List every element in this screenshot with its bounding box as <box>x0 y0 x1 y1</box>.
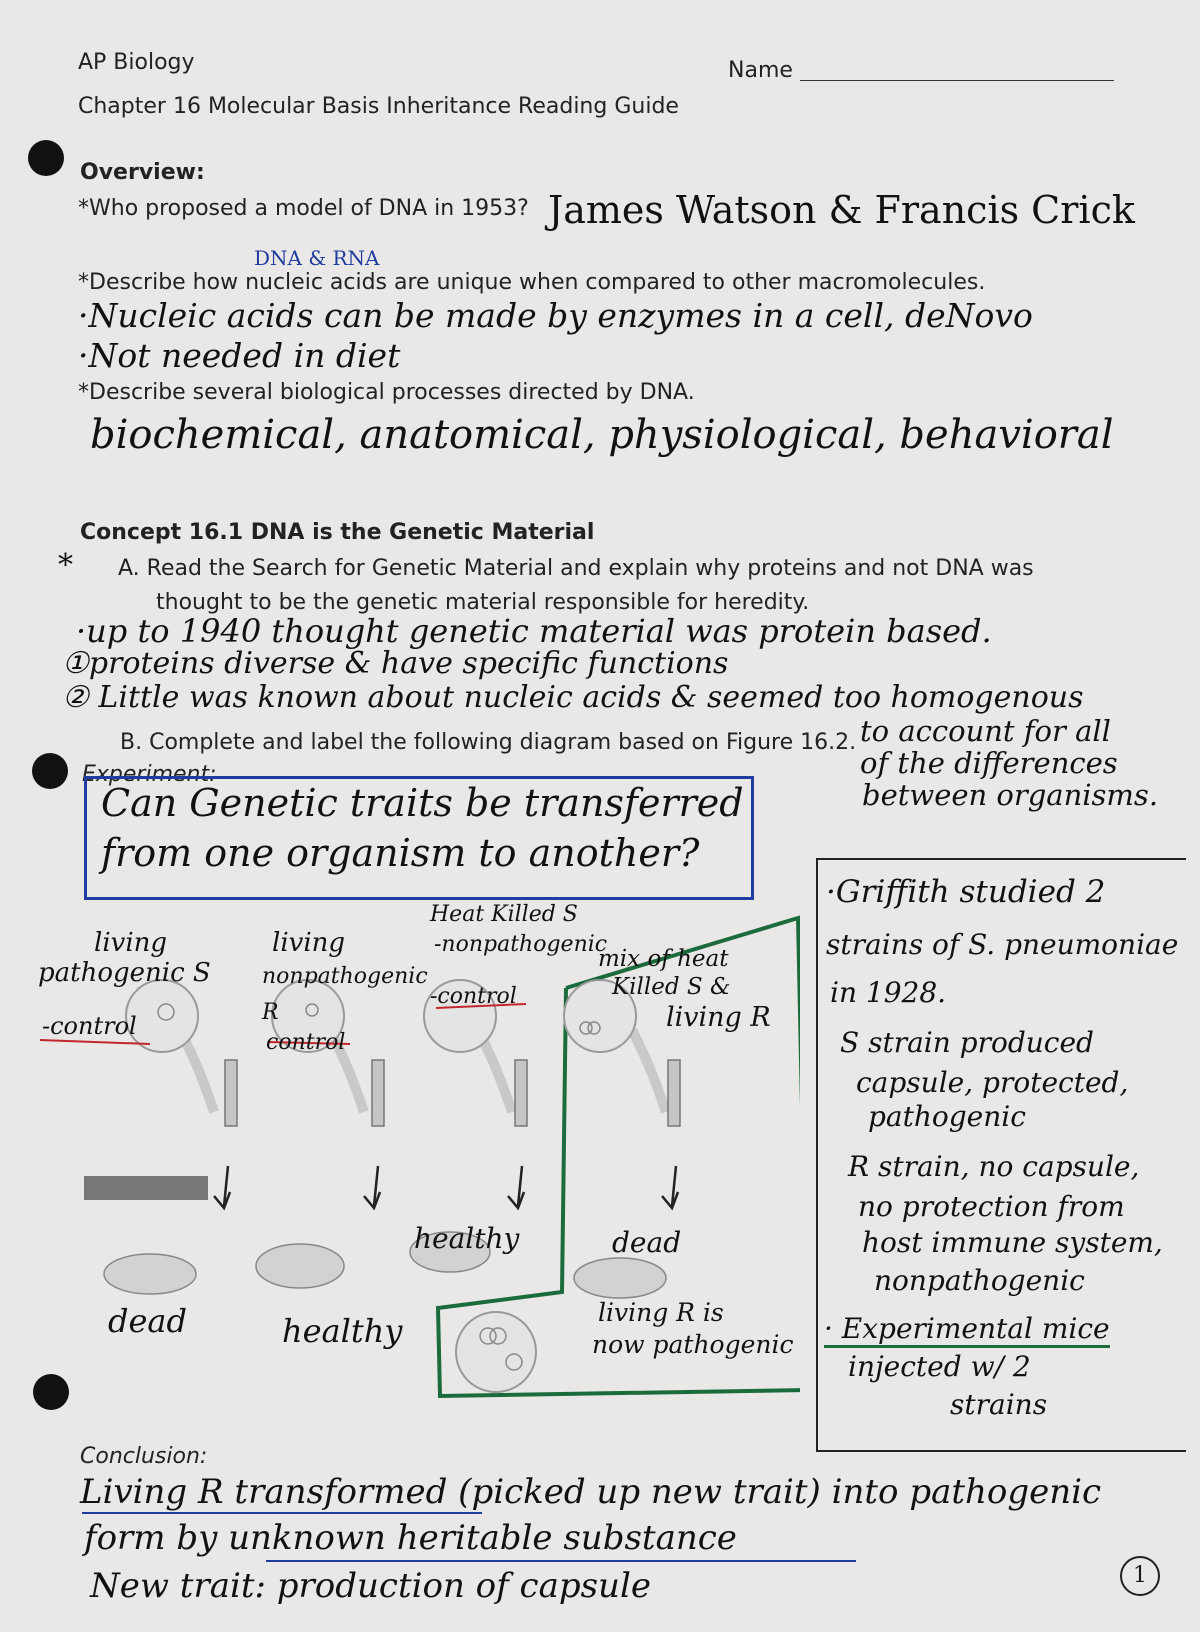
answer-nucleic-line2: ·Not needed in diet <box>78 336 401 375</box>
col1-label-2: pathogenic S <box>38 958 211 988</box>
concept-heading: Concept 16.1 DNA is the Genetic Material <box>80 520 595 545</box>
note-line-7: R strain, no capsule, <box>848 1150 1140 1183</box>
hole-punch-1 <box>28 140 64 176</box>
syringe-3 <box>514 1059 528 1127</box>
col4-label-2: Killed S & <box>612 974 731 1000</box>
col4-result-2: living R is <box>598 1298 724 1327</box>
conclusion-line2: form by unknown heritable substance <box>84 1518 737 1558</box>
conclusion-line3: New trait: production of capsule <box>90 1566 651 1606</box>
experiment-question-line1: Can Genetic traits be transferred <box>101 781 744 825</box>
page-number-circle: 1 <box>1120 1556 1160 1596</box>
question-processes: *Describe several biological processes d… <box>78 380 695 405</box>
mouse-1 <box>103 1253 197 1295</box>
col3-label-3: -control <box>430 984 517 1009</box>
mouse-2 <box>255 1243 345 1289</box>
note-line-6: pathogenic <box>868 1100 1026 1133</box>
note-line-8: no protection from <box>858 1190 1125 1223</box>
conclusion-underline-2 <box>266 1560 856 1562</box>
hole-punch-3 <box>33 1374 69 1410</box>
note-line-11: · Experimental mice <box>824 1312 1110 1348</box>
red-underline-2 <box>267 1041 351 1045</box>
star-mark: * <box>58 548 73 583</box>
answer-processes: biochemical, anatomical, physiological, … <box>90 412 1114 458</box>
page-number: 1 <box>1133 1563 1147 1588</box>
mouse-4 <box>573 1257 667 1299</box>
conclusion-label: Conclusion: <box>80 1444 208 1469</box>
col3-result: healthy <box>414 1222 520 1255</box>
col2-label-3: R <box>262 1000 279 1025</box>
answer-a-line2: ①proteins diverse & have specific functi… <box>62 646 729 681</box>
experiment-question-line2: from one organism to another? <box>101 831 700 875</box>
question-b: B. Complete and label the following diag… <box>120 730 857 755</box>
syringe-1 <box>224 1059 238 1127</box>
gray-bar <box>84 1176 208 1200</box>
name-line <box>800 80 1114 81</box>
col2-label-1: living <box>272 928 346 958</box>
answer-a-line1: ·up to 1940 thought genetic material was… <box>76 612 992 650</box>
answer-a-cont3: between organisms. <box>862 778 1159 812</box>
experiment-label: Experiment: <box>82 762 217 787</box>
question-a-line2: thought to be the genetic material respo… <box>156 590 810 615</box>
question-nucleic-acids: *Describe how nucleic acids are unique w… <box>78 270 986 295</box>
col1-label-1: living <box>94 928 168 958</box>
mouse-3 <box>409 1231 491 1273</box>
col3-label-1: Heat Killed S <box>430 902 578 927</box>
answer-a-cont2: of the differences <box>860 746 1118 780</box>
conclusion-underline-1 <box>82 1512 482 1514</box>
course-title: AP Biology <box>78 50 195 75</box>
note-line-9: host immune system, <box>862 1226 1163 1259</box>
down-arrow-1 <box>213 1165 232 1211</box>
col4-result: dead <box>612 1226 682 1259</box>
note-line-3: in 1928. <box>830 976 947 1009</box>
red-underline-1 <box>39 1039 151 1045</box>
petri-dish-4 <box>563 979 637 1053</box>
note-line-2: strains of S. pneumoniae <box>826 928 1179 961</box>
name-label: Name <box>728 58 793 83</box>
experiment-question-box: Can Genetic traits be transferred from o… <box>84 776 754 900</box>
petri-dish-1 <box>125 979 199 1053</box>
green-bracket <box>435 915 800 1399</box>
col2-result: healthy <box>282 1312 403 1350</box>
col2-label-2: nonpathogenic <box>262 964 428 989</box>
syringe-2 <box>371 1059 385 1127</box>
col4-label-1: mix of heat <box>598 946 729 972</box>
note-line-5: capsule, protected, <box>856 1066 1129 1099</box>
hole-punch-2 <box>32 753 68 789</box>
note-line-1: ·Griffith studied 2 <box>826 874 1106 910</box>
note-line-13: strains <box>950 1388 1048 1421</box>
syringe-4 <box>667 1059 681 1127</box>
answer-nucleic-line1: ·Nucleic acids can be made by enzymes in… <box>78 296 1033 335</box>
col3-label-2: -nonpathogenic <box>434 932 608 957</box>
answer-a-cont1: to account for all <box>860 714 1111 748</box>
col4-label-3: living R <box>666 1002 771 1033</box>
col4-result-3: now pathogenic <box>592 1330 794 1359</box>
overview-heading: Overview: <box>80 160 205 185</box>
note-dna-rna: DNA & RNA <box>254 246 380 270</box>
down-arrow-4 <box>661 1165 680 1211</box>
col1-result: dead <box>108 1302 187 1340</box>
answer-a-line3: ② Little was known about nucleic acids &… <box>62 680 1084 715</box>
flow-arrow-4 <box>627 1027 671 1114</box>
note-line-12: injected w/ 2 <box>848 1350 1031 1383</box>
down-arrow-3 <box>507 1165 526 1211</box>
griffith-notes-box <box>816 858 1186 1452</box>
note-line-4: S strain produced <box>840 1026 1094 1059</box>
petri-dish-result <box>455 1311 537 1393</box>
answer-dna-model: James Watson & Francis Crick <box>548 188 1135 232</box>
question-a-line1: A. Read the Search for Genetic Material … <box>118 556 1034 581</box>
col2-label-4: control <box>266 1030 346 1055</box>
conclusion-line1: Living R transformed (picked up new trai… <box>80 1472 1102 1512</box>
question-dna-model: *Who proposed a model of DNA in 1953? <box>78 196 529 221</box>
col1-label-3: -control <box>42 1012 137 1040</box>
petri-dish-2 <box>271 979 345 1053</box>
petri-dish-3 <box>423 979 497 1053</box>
red-underline-3 <box>435 1003 527 1009</box>
down-arrow-2 <box>363 1165 382 1211</box>
note-line-10: nonpathogenic <box>874 1264 1085 1297</box>
chapter-title: Chapter 16 Molecular Basis Inheritance R… <box>78 94 679 119</box>
griffith-diagram <box>39 915 800 1399</box>
